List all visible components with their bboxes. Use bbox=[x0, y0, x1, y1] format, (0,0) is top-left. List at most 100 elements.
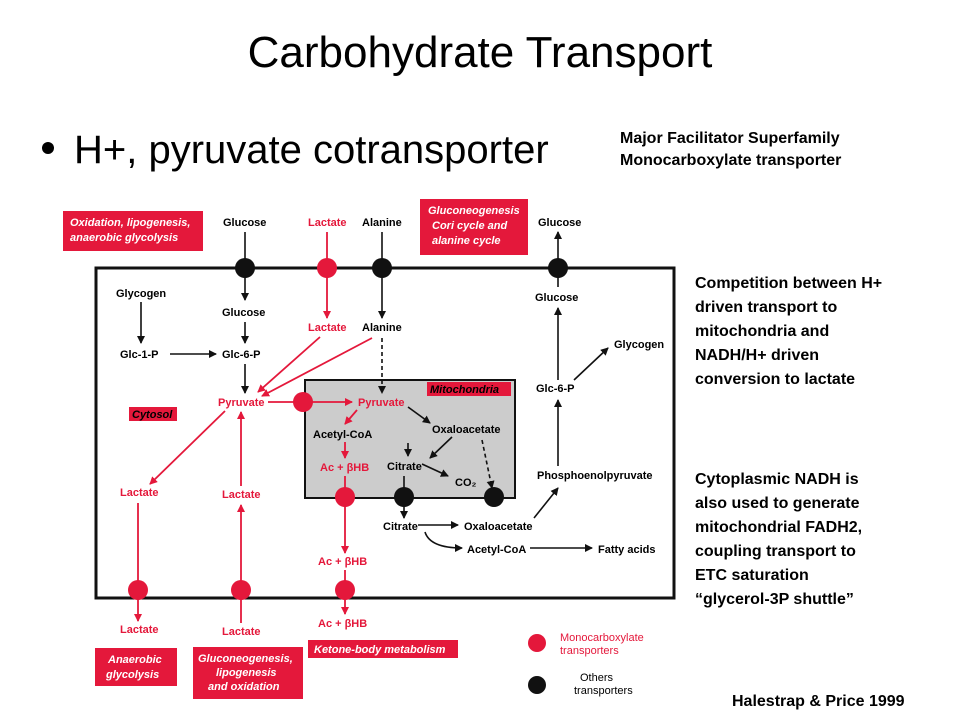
citation: Halestrap & Price 1999 bbox=[732, 693, 905, 710]
red-transporter-icon bbox=[335, 487, 355, 507]
black-transporter-icon bbox=[484, 487, 504, 507]
anaerobic-line: glycolysis bbox=[105, 669, 159, 681]
gluconeogenesis-top-box bbox=[420, 199, 528, 255]
pyruvate-cytosol: Pyruvate bbox=[218, 397, 264, 409]
competition-line: conversion to lactate bbox=[695, 371, 856, 388]
glc6p-right: Glc-6-P bbox=[536, 383, 575, 395]
acetylcoa-mito: Acetyl-CoA bbox=[313, 429, 372, 441]
gluconeogenesis-top-line: Gluconeogenesis bbox=[428, 205, 520, 217]
cytoplasmic-line: ETC saturation bbox=[695, 567, 809, 584]
competition-line: mitochondria and bbox=[695, 323, 830, 340]
cytoplasmic-line: mitochondrial FADH2, bbox=[695, 519, 863, 536]
gluconeogenesis-bottom-line: lipogenesis bbox=[216, 667, 277, 679]
glucose-inner: Glucose bbox=[222, 307, 265, 319]
acetylcoa-cytosol: Acetyl-CoA bbox=[467, 544, 526, 556]
glycogen-left: Glycogen bbox=[116, 288, 166, 300]
legend-others-line: transporters bbox=[574, 685, 633, 697]
fatty-acids: Fatty acids bbox=[598, 544, 655, 556]
red-transporter-icon bbox=[128, 580, 148, 600]
oxidation-line: anaerobic glycolysis bbox=[70, 232, 178, 244]
red-transporter-icon bbox=[293, 392, 313, 412]
arrow bbox=[344, 409, 358, 425]
ketone-box bbox=[308, 640, 458, 658]
cytosol-label: Cytosol bbox=[132, 409, 173, 421]
red-transporter-icon bbox=[317, 258, 337, 278]
glc1p: Glc-1-P bbox=[120, 349, 159, 361]
gluconeogenesis-top-line: Cori cycle and bbox=[432, 220, 507, 232]
cytosol-label-box bbox=[129, 407, 177, 421]
gluconeogenesis-top-line: alanine cycle bbox=[432, 235, 501, 247]
bullet-dot-icon bbox=[42, 142, 54, 155]
cytoplasmic-line: also used to generate bbox=[695, 495, 860, 512]
arrow bbox=[481, 439, 495, 489]
alanine-inner: Alanine bbox=[362, 322, 402, 334]
glycogen-right: Glycogen bbox=[614, 339, 664, 351]
cytoplasmic-note: Cytoplasmic NADH is also used to generat… bbox=[695, 468, 862, 612]
mitochondria-label-box bbox=[427, 382, 511, 396]
red-transporter-icon bbox=[231, 580, 251, 600]
oxidation-box bbox=[63, 211, 203, 251]
competition-line: NADH/H+ driven bbox=[695, 347, 820, 364]
black-transporter-icon bbox=[394, 487, 414, 507]
glucose-top-left: Glucose bbox=[223, 217, 266, 229]
arrow bbox=[573, 347, 609, 381]
black-transporter-icon bbox=[548, 258, 568, 278]
anaerobic-box bbox=[95, 648, 177, 686]
mitochondria-label: Mitochondria bbox=[430, 384, 499, 396]
mfs-line: Monocarboxylate transporter bbox=[620, 152, 842, 169]
legend-mct-line: Monocarboxylate bbox=[560, 632, 644, 644]
achb-mito: Ac + βHB bbox=[320, 462, 369, 474]
achb-bottom: Ac + βHB bbox=[318, 618, 367, 630]
arrow bbox=[257, 336, 321, 393]
ketone-label: Ketone-body metabolism bbox=[314, 644, 446, 656]
legend-red-dot-icon bbox=[528, 634, 546, 652]
transporters bbox=[128, 258, 568, 600]
bullet-text: H+, pyruvate cotransporter bbox=[74, 128, 549, 172]
arrow bbox=[261, 337, 373, 397]
alanine-top: Alanine bbox=[362, 217, 402, 229]
lactate-left: Lactate bbox=[120, 487, 159, 499]
red-transporter-icon bbox=[335, 580, 355, 600]
cytoplasmic-line: Cytoplasmic NADH is bbox=[695, 471, 859, 488]
citrate-mito: Citrate bbox=[387, 461, 422, 473]
lactate-inner: Lactate bbox=[308, 322, 347, 334]
arrow bbox=[149, 410, 226, 485]
pep: Phosphoenolpyruvate bbox=[537, 470, 653, 482]
lactate-bottom-left: Lactate bbox=[120, 624, 159, 636]
gluconeogenesis-bottom-box bbox=[193, 647, 303, 699]
oxaloacetate-mito: Oxaloacetate bbox=[432, 424, 500, 436]
competition-line: Competition between H+ bbox=[695, 275, 883, 292]
legend-mct-line: transporters bbox=[560, 645, 619, 657]
arrow bbox=[429, 436, 453, 459]
glc6p-left: Glc-6-P bbox=[222, 349, 261, 361]
gluconeogenesis-bottom-line: Gluconeogenesis, bbox=[198, 653, 293, 665]
lactate-bottom-mid: Lactate bbox=[222, 626, 261, 638]
mfs-note: Major Facilitator Superfamily Monocarbox… bbox=[620, 128, 841, 172]
competition-note: Competition between H+ driven transport … bbox=[695, 272, 882, 392]
lactate-mid: Lactate bbox=[222, 489, 261, 501]
bullet-point: H+, pyruvate cotransporter bbox=[42, 128, 549, 173]
arrow bbox=[421, 463, 449, 477]
mfs-line: Major Facilitator Superfamily bbox=[620, 130, 840, 147]
legend: Monocarboxylate transporters Others tran… bbox=[528, 632, 644, 697]
co2: CO₂ bbox=[455, 477, 477, 489]
glucose-inner-right: Glucose bbox=[535, 292, 578, 304]
oxidation-line: Oxidation, lipogenesis, bbox=[70, 217, 190, 229]
citrate-cytosol: Citrate bbox=[383, 521, 418, 533]
glucose-top-right: Glucose bbox=[538, 217, 581, 229]
competition-line: driven transport to bbox=[695, 299, 838, 316]
arrow bbox=[407, 406, 431, 424]
legend-black-dot-icon bbox=[528, 676, 546, 694]
cytoplasmic-line: coupling transport to bbox=[695, 543, 856, 560]
black-transporter-icon bbox=[235, 258, 255, 278]
page-title: Carbohydrate Transport bbox=[247, 28, 713, 77]
gluconeogenesis-bottom-line: and oxidation bbox=[208, 681, 280, 693]
black-transporter-icon bbox=[372, 258, 392, 278]
oxaloacetate-cytosol: Oxaloacetate bbox=[464, 521, 532, 533]
lactate-top: Lactate bbox=[308, 217, 347, 229]
achb-cytosol: Ac + βHB bbox=[318, 556, 367, 568]
anaerobic-line: Anaerobic bbox=[107, 654, 162, 666]
legend-others-line: Others bbox=[580, 672, 614, 684]
pyruvate-mito: Pyruvate bbox=[358, 397, 404, 409]
